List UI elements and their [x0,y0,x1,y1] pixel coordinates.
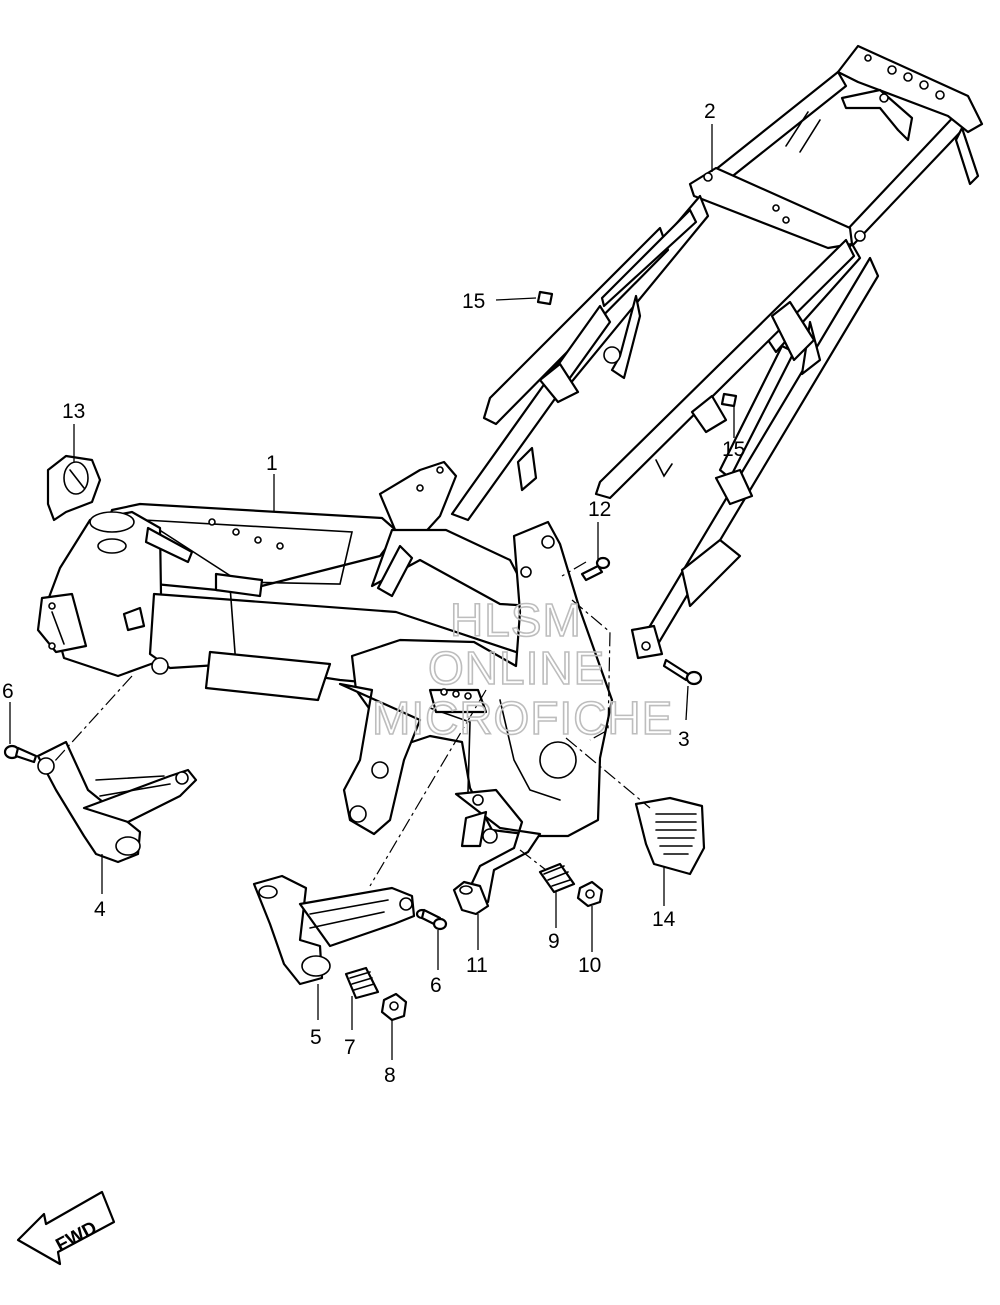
part-cushion[interactable] [46,454,102,522]
part-spring-9[interactable] [538,862,576,894]
part-rear-subframe[interactable] [450,44,984,660]
callout-13: 13 [62,400,85,423]
part-collar-11[interactable] [452,880,490,916]
callout-4: 4 [94,898,106,921]
callout-6-lower: 6 [430,974,442,997]
forward-direction-arrow: FWD [16,1190,116,1266]
watermark-line-3: MICROFICHE [372,692,673,744]
watermark-line-1: HLSM [450,594,582,646]
callout-1: 1 [266,452,278,475]
part-pin-15-upper[interactable] [536,290,554,306]
callout-5: 5 [310,1026,322,1049]
leader-lines [9,124,735,1060]
callout-labels: 1 2 3 4 5 6 6 7 8 9 10 11 12 13 14 15 15 [2,100,745,1087]
callout-2: 2 [704,100,716,123]
callout-9: 9 [548,930,560,953]
part-right-footrest-bracket[interactable] [252,874,416,986]
part-main-frame[interactable] [36,460,614,904]
part-bolt-6-left[interactable] [3,744,38,764]
part-nut-8[interactable] [380,992,408,1022]
callout-8: 8 [384,1064,396,1087]
watermark: HLSM ONLINE MICROFICHE [371,593,673,745]
part-bolt-3[interactable] [662,658,703,686]
part-cover-plate[interactable] [634,796,706,876]
assembly-lines [53,561,651,887]
callout-12: 12 [588,498,611,521]
part-nut-10[interactable] [576,880,604,908]
callout-10: 10 [578,954,601,977]
callout-14: 14 [652,908,676,931]
callout-15-lower: 15 [722,438,745,461]
watermark-line-2: ONLINE [428,642,605,694]
callout-7: 7 [344,1036,356,1059]
part-left-footrest-bracket[interactable] [36,740,198,864]
forward-arrow-icon [16,1190,116,1266]
callout-6-left: 6 [2,680,14,703]
part-bolt-6-lower[interactable] [415,908,448,931]
part-pin-15-lower[interactable] [720,392,738,408]
callout-11: 11 [466,954,488,977]
part-bolt-12[interactable] [580,556,611,582]
callout-3: 3 [678,728,690,751]
callout-15-upper: 15 [462,290,485,313]
part-spring-7[interactable] [344,966,380,1000]
